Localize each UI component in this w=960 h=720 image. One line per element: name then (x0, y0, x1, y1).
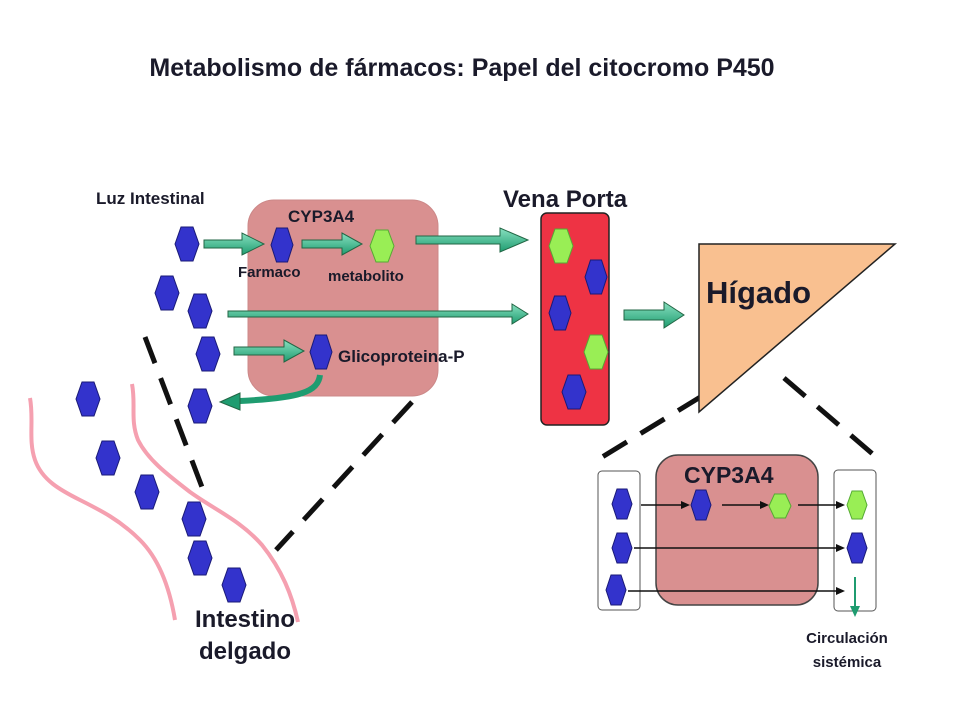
arrow-drug-to-metabolite (301, 232, 364, 256)
label-luz-intestinal: Luz Intestinal (96, 189, 205, 208)
drug-molecule-icon (690, 489, 712, 521)
arrow-hep-1c-head (836, 501, 845, 509)
zoom-line-intestine-right (274, 400, 414, 552)
label-farmaco: Farmaco (238, 264, 301, 281)
arrow-to-portal-vein-1 (415, 227, 530, 253)
label-higado: Hígado (706, 275, 811, 310)
label-delgado: delgado (199, 638, 291, 665)
drug-molecule-icon (195, 336, 221, 372)
arrow-to-portal-vein-2 (227, 303, 529, 325)
arrow-hep-1b-head (760, 501, 769, 509)
drug-molecule-icon (221, 567, 247, 603)
drug-molecule-icon (174, 226, 200, 262)
drug-molecule-icon (846, 532, 868, 564)
drug-molecule-icon (605, 574, 627, 606)
label-circulacion: Circulación (806, 630, 888, 647)
zoom-line-liver-right (782, 376, 884, 464)
molecules (75, 226, 868, 606)
arrow-portal-to-liver (623, 301, 685, 329)
arrow-hep-1a-head (681, 501, 690, 509)
arrow-lumen-to-cell (203, 232, 266, 256)
drug-molecule-icon (584, 259, 608, 295)
zoom-line-liver-left (592, 393, 704, 465)
drug-molecule-icon (548, 295, 572, 331)
drug-molecule-icon (187, 388, 213, 424)
gut-wall-left (28, 397, 177, 621)
arrow-pgp-efflux-head (218, 392, 241, 411)
drug-molecule-icon (187, 293, 213, 329)
label-cyp3a4-hepatocyte: CYP3A4 (684, 462, 774, 488)
label-glicoproteina: Glicoproteina-P (338, 347, 465, 366)
drug-molecule-icon (270, 227, 294, 263)
drug-molecule-icon (75, 381, 101, 417)
label-cyp3a4-enterocyte: CYP3A4 (288, 207, 355, 226)
drug-molecule-icon (181, 501, 207, 537)
diagram-title: Metabolismo de fármacos: Papel del citoc… (149, 54, 774, 82)
arrow-to-systemic-head (850, 606, 860, 617)
metabolite-molecule-icon (846, 490, 868, 520)
drug-molecule-icon (187, 540, 213, 576)
arrow-to-pgp (233, 339, 306, 363)
liver-triangle (698, 243, 898, 414)
drug-molecule-icon (561, 374, 587, 410)
drug-molecule-icon (611, 488, 633, 520)
zoom-line-intestine-left (142, 336, 208, 496)
metabolite-molecule-icon (548, 228, 574, 264)
drug-molecule-icon (611, 532, 633, 564)
metabolite-molecule-icon (583, 334, 609, 370)
label-intestino: Intestino (195, 606, 295, 633)
arrow-hep-3-head (836, 587, 845, 595)
drug-molecule-icon (95, 440, 121, 476)
arrow-hep-2-head (836, 544, 845, 552)
drug-molecule-icon (134, 474, 160, 510)
label-metabolito: metabolito (328, 268, 404, 285)
metabolite-molecule-icon (768, 493, 792, 519)
arrow-pgp-efflux (239, 374, 323, 404)
label-sistemica: sistémica (813, 654, 882, 671)
gut-wall-right (130, 383, 300, 623)
metabolite-molecule-icon (369, 229, 395, 263)
label-vena-porta: Vena Porta (503, 186, 628, 213)
drug-molecule-icon (309, 334, 333, 370)
drug-molecule-icon (154, 275, 180, 311)
